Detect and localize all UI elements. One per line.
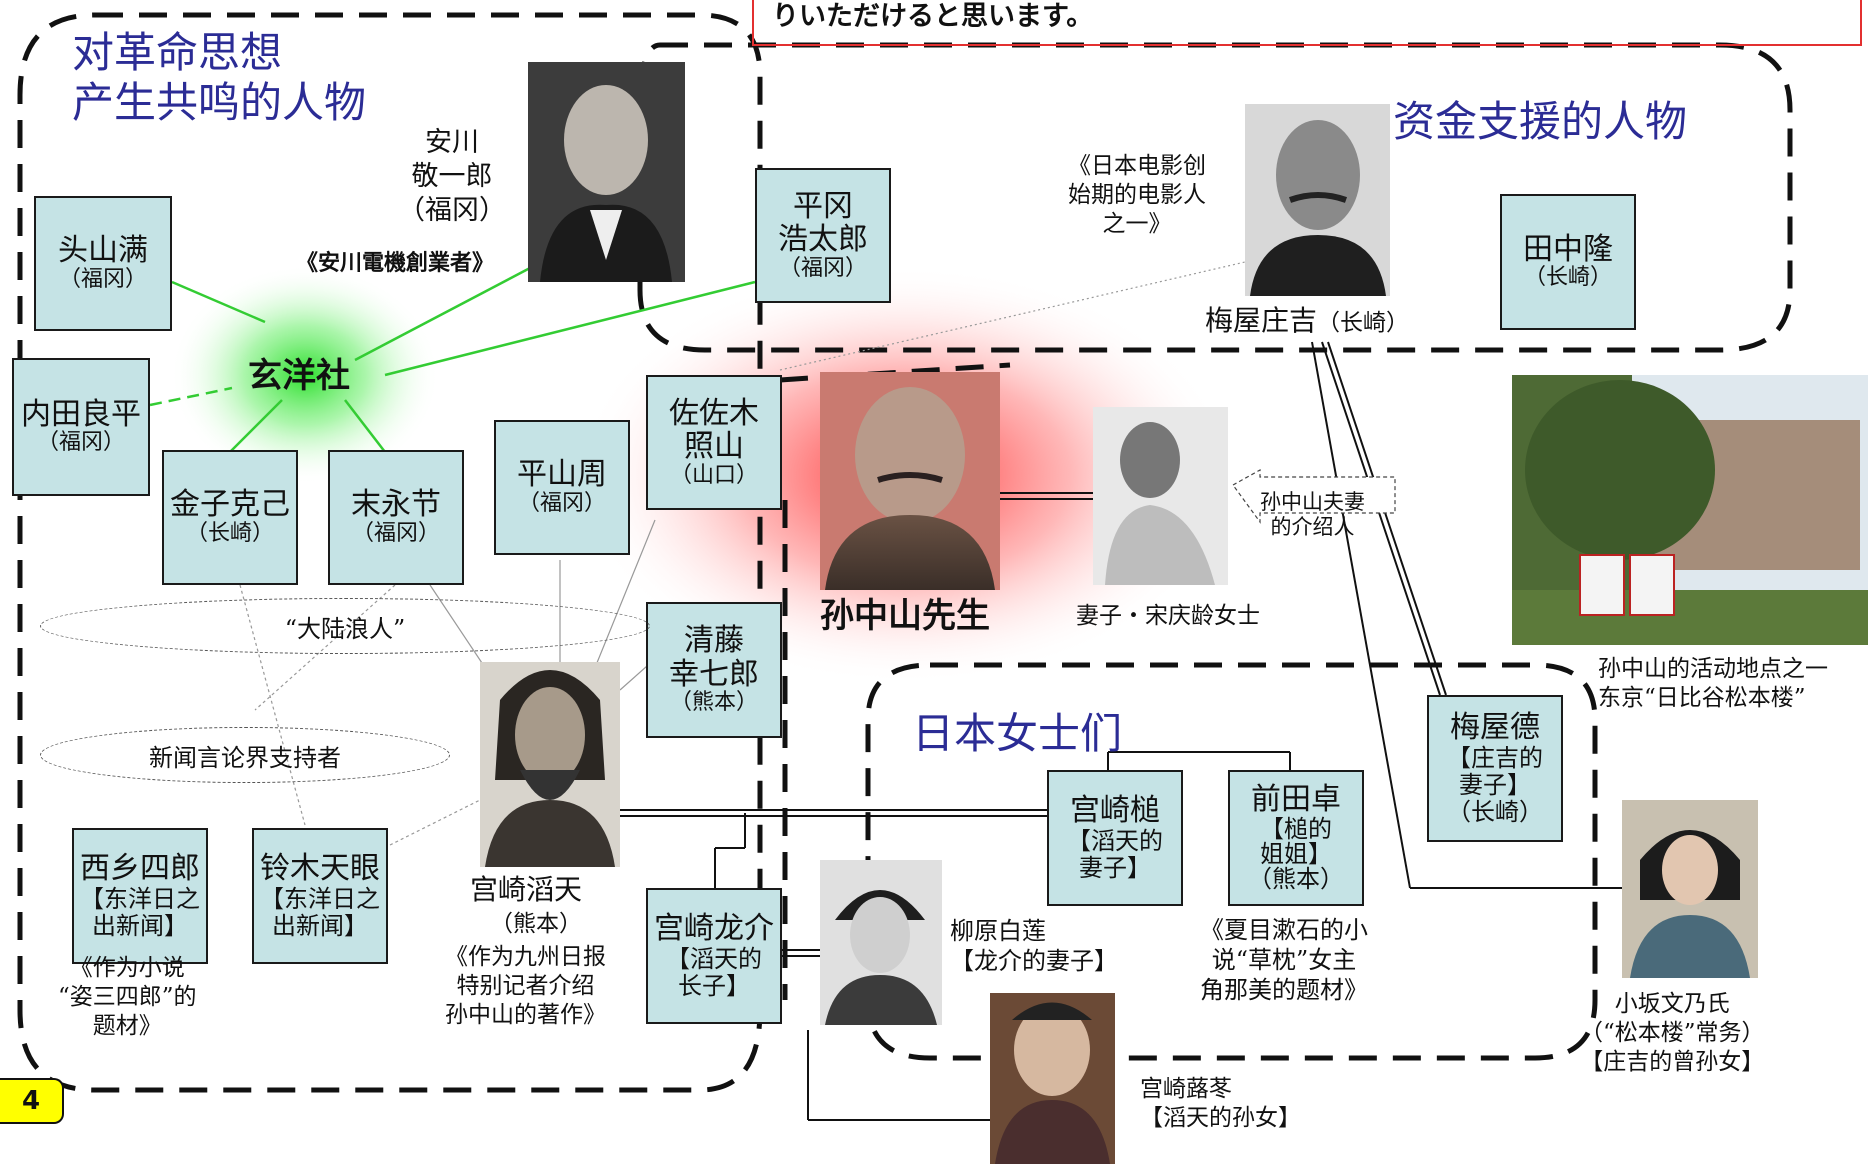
person-pref: （长崎） [185, 520, 274, 546]
toten-pref: （熊本） [490, 911, 582, 937]
soong-photo [1093, 407, 1228, 585]
person-sub: 【东洋日之 出新闻】 [80, 884, 200, 940]
person-sub: 【槌的 姐姐】 （熊本） [1248, 815, 1344, 894]
byakuren-caption: 柳原白莲 【龙介的妻子】 [950, 917, 1118, 975]
toten-caption: 宫崎滔天 [470, 873, 583, 906]
sun-caption: 孙中山先生 [820, 596, 990, 636]
person-tanaka: 田中隆 （长崎） [1500, 194, 1636, 330]
person-pref: （福冈） [778, 255, 867, 281]
person-tsuchi: 宫崎槌 【滔天的 妻子】 [1047, 770, 1183, 906]
press-label: 新闻言论界支持者 [149, 743, 341, 772]
page-number-badge: 4 [0, 1078, 64, 1124]
person-ryusuke: 宫崎龙介 【滔天的 长子】 [646, 888, 782, 1024]
family-links [617, 341, 1622, 1121]
person-name: 西乡四郎 [80, 851, 200, 887]
byakuren-photo [820, 860, 942, 1025]
person-kiyofuji: 清藤 幸七郎 （熊本） [646, 602, 782, 738]
person-kaneko: 金子克己 （长崎） [162, 450, 298, 585]
fuki-photo [990, 993, 1115, 1164]
person-pref: （长崎） [1523, 265, 1612, 291]
person-name: 末永节 [351, 487, 441, 523]
person-name: 清藤 幸七郎 [669, 623, 759, 692]
sun-photo [820, 372, 1000, 590]
person-pref: （福冈） [36, 430, 125, 456]
person-sub: 【滔天的 长子】 [666, 944, 762, 1000]
yasukawa-photo [528, 62, 685, 282]
person-name: 梅屋德 [1450, 710, 1540, 746]
fumino-caption: 小坂文乃氏 （“松本楼”常务） 【庄吉的曾孙女】 [1580, 991, 1765, 1075]
person-suenaga: 末永节 （福冈） [328, 450, 464, 585]
person-sub: 【滔天的 妻子】 [1067, 826, 1163, 882]
saigo-note: 《作为小说 “姿三四郎”的 题材》 [58, 955, 197, 1039]
person-name: 金子克己 [170, 487, 290, 523]
women-boundary [865, 662, 1598, 1061]
person-name: 平冈 浩太郎 [778, 188, 868, 258]
toten-note: 《作为九州日报 特别记者介绍 孙中山的著作》 [445, 944, 606, 1028]
person-name: 宫崎槌 [1070, 793, 1160, 829]
person-pref: （福冈） [517, 490, 606, 516]
note-box: りいただけると思います。 [752, 0, 1862, 46]
umeya-pref: （长崎） [1317, 310, 1410, 336]
person-name: 佐佐木 照山 [669, 395, 759, 465]
tairiku-label: “大陆浪人” [284, 614, 406, 643]
person-hirayama: 平山周 （福冈） [494, 420, 630, 555]
person-pref: （福冈） [58, 266, 147, 292]
person-name: 宫崎龙介 [654, 911, 774, 947]
person-name: 头山满 [58, 233, 148, 269]
women-title: 日本女士们 [912, 709, 1123, 758]
umeya-photo [1245, 104, 1390, 296]
person-pref: （熊本） [669, 690, 758, 716]
person-pref: （山口） [669, 462, 758, 488]
press-group: 新闻言论界支持者 [40, 727, 450, 783]
toten-photo [480, 662, 620, 867]
yasukawa-caption: 安川 敬一郎 （福冈） [398, 127, 506, 226]
person-sasaki: 佐佐木 照山 （山口） [646, 375, 782, 510]
person-saigo: 西乡四郎 【东洋日之 出新闻】 [72, 828, 208, 964]
person-maeda: 前田卓 【槌的 姐姐】 （熊本） [1228, 770, 1364, 906]
tairiku-group: “大陆浪人” [40, 598, 650, 654]
person-hiraoka: 平冈 浩太郎 （福冈） [755, 168, 891, 303]
introducer-caption: 孙中山夫妻 的介绍人 [1260, 490, 1365, 540]
funders-title: 资金支援的人物 [1393, 97, 1688, 146]
yasukawa-note: 《安川電機創業者》 [296, 251, 495, 276]
soong-caption: 妻子・宋庆龄女士 [1076, 603, 1260, 629]
person-toyama: 头山满 （福冈） [34, 196, 172, 331]
person-sub: 【东洋日之 出新闻】 [260, 884, 380, 940]
person-sub: 【庄吉的 妻子】 （长崎） [1447, 743, 1543, 826]
venue-caption: 孙中山的活动地点之一 东京“日比谷松本楼” [1598, 656, 1828, 711]
introducer-arrow [1232, 468, 1396, 524]
person-umeya-toku: 梅屋德 【庄吉的 妻子】 （长崎） [1427, 695, 1563, 842]
page-number: 4 [21, 1086, 41, 1116]
person-name: 田中隆 [1523, 231, 1613, 267]
fumino-photo [1622, 800, 1758, 978]
person-name: 内田良平 [21, 396, 141, 432]
genyosha-links [149, 266, 756, 453]
note-text: りいただけると思います。 [772, 1, 1094, 32]
genyosha-glow [170, 265, 440, 485]
person-uchida: 内田良平 （福冈） [12, 358, 150, 496]
maeda-note: 《夏目漱石的小 说“草枕”女主 角那美的题材》 [1200, 916, 1368, 1004]
umeya-caption: 梅屋庄吉（长崎） [1205, 303, 1409, 338]
umeya-name: 梅屋庄吉 [1205, 304, 1318, 337]
matsumotoro-photo [1512, 375, 1868, 645]
person-pref: （福冈） [351, 520, 440, 546]
person-name: 前田卓 [1251, 782, 1341, 818]
umeya-note: 《日本电影创 始期的电影人 之一》 [1068, 153, 1206, 237]
person-name: 平山周 [517, 457, 607, 493]
person-name: 铃木天眼 [260, 851, 380, 887]
sympathizers-title: 对革命思想 产生共鸣的人物 [72, 28, 367, 128]
funders-boundary [637, 42, 1793, 353]
genyosha-label: 玄洋社 [248, 356, 350, 396]
person-suzuki: 铃木天眼 【东洋日之 出新闻】 [252, 828, 388, 964]
fuki-caption: 宫崎蕗苳 【滔天的孙女】 [1140, 1076, 1301, 1131]
